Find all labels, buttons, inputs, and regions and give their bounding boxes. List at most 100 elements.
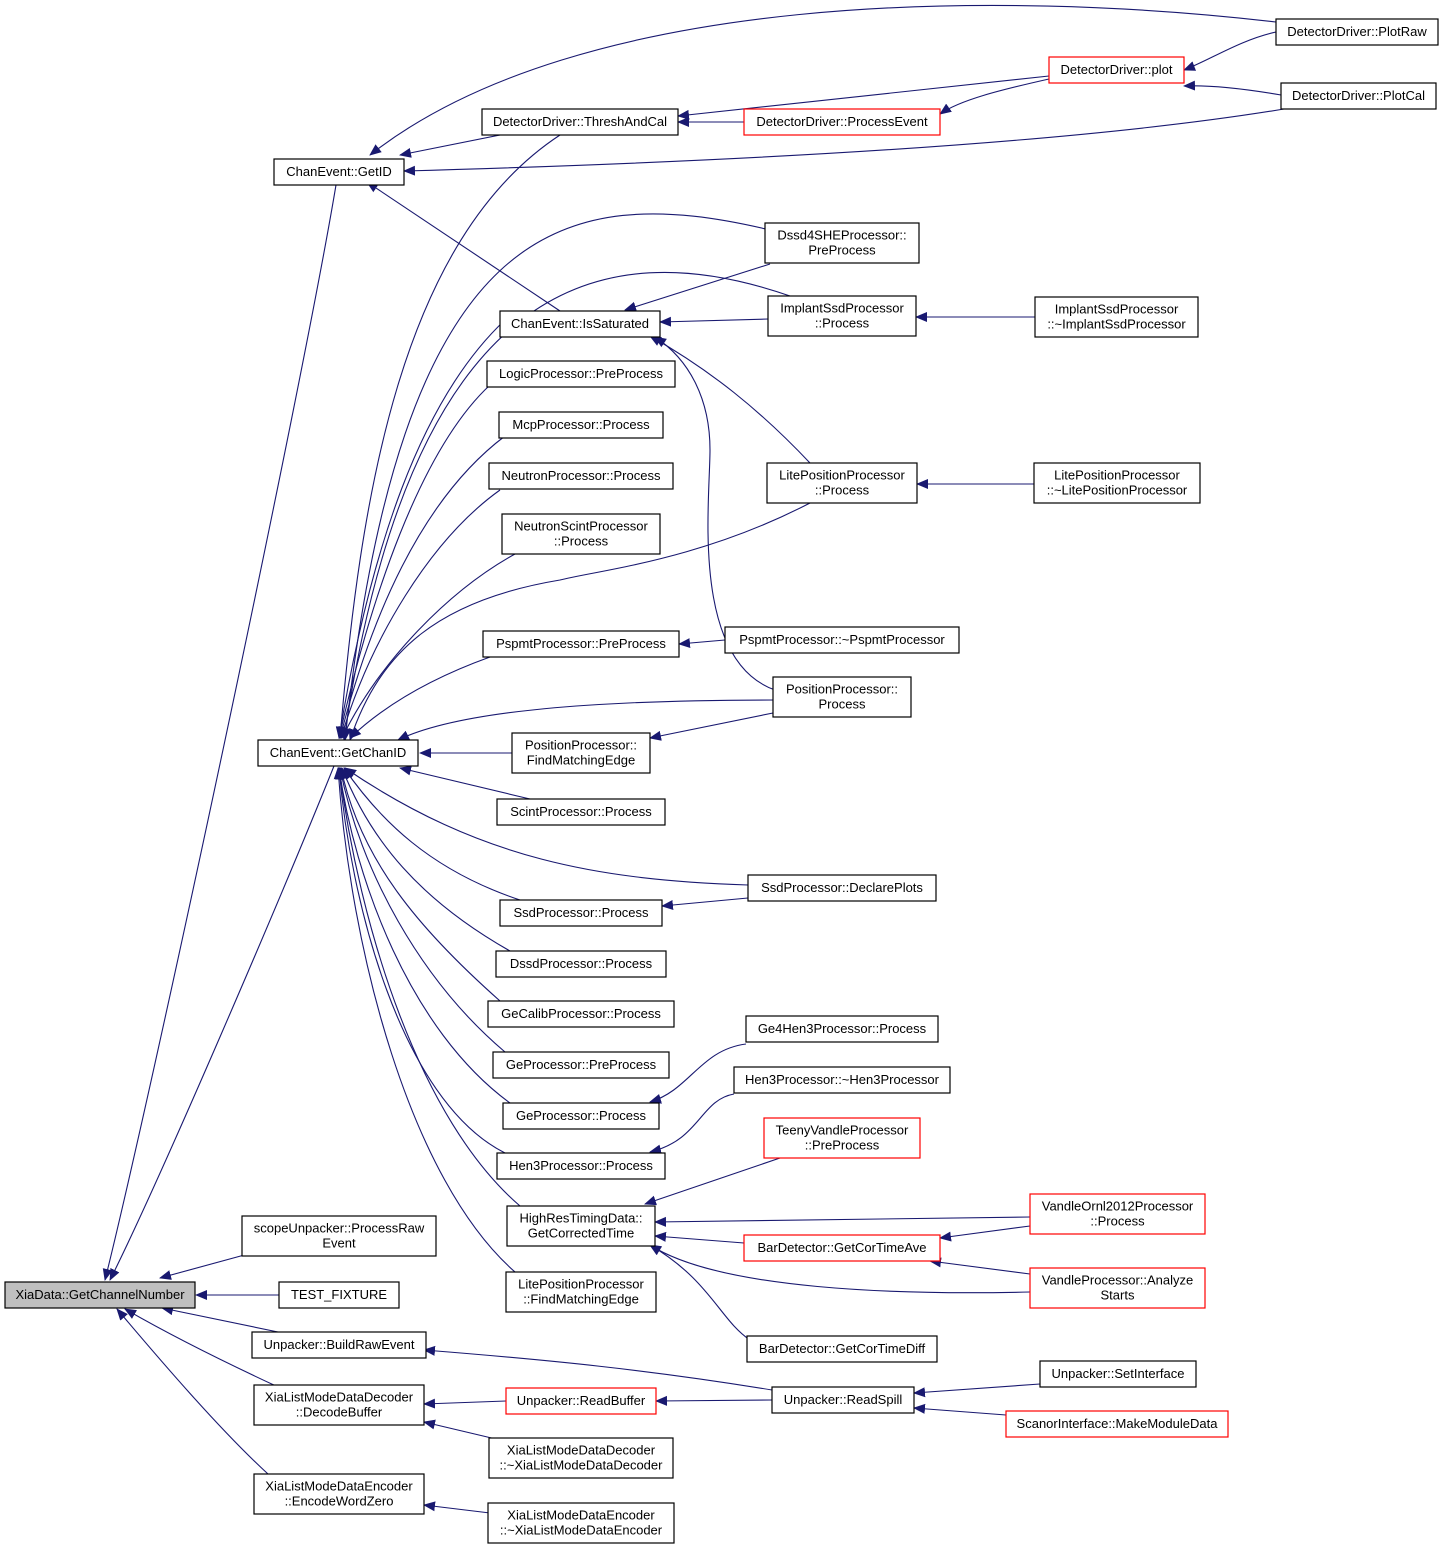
node-label: LitePositionProcessor — [518, 1277, 644, 1292]
graph-node-vandleornl2012processor-process[interactable]: VandleOrnl2012Processor::Process — [1029, 1193, 1206, 1235]
graph-node-neutronscintprocessor-process[interactable]: NeutronScintProcessor::Process — [501, 513, 661, 555]
graph-node-pspmtprocessor-preprocess[interactable]: PspmtProcessor::PreProcess — [482, 630, 680, 658]
graph-node-mcpprocessor-process[interactable]: McpProcessor::Process — [498, 411, 664, 439]
call-edge-n37-to-n23 — [649, 1093, 735, 1155]
node-box — [1275, 18, 1439, 46]
graph-node-xialistmodedataencoder-xialistmodedataencoder[interactable]: XiaListModeDataEncoder::~XiaListModeData… — [487, 1502, 675, 1544]
node-label: VandleProcessor::Analyze — [1042, 1273, 1194, 1288]
node-box — [481, 108, 679, 136]
graph-node-highrestimingdata-getcorrectedtime[interactable]: HighResTimingData::GetCorrectedTime — [506, 1205, 656, 1247]
graph-node-dssdprocessor-process[interactable]: DssdProcessor::Process — [495, 950, 667, 978]
graph-node-scanorinterface-makemoduledata[interactable]: ScanorInterface::MakeModuleData — [1005, 1410, 1229, 1438]
graph-node-xialistmodedatadecoder-xialistmodedatadecoder[interactable]: XiaListModeDataDecoder::~XiaListModeData… — [488, 1437, 674, 1479]
node-label: PspmtProcessor::PreProcess — [496, 636, 666, 651]
node-box — [1039, 1360, 1197, 1388]
node-box — [764, 222, 920, 264]
call-edge-n10-to-n3 — [335, 319, 506, 739]
graph-node-chanevent-issaturated[interactable]: ChanEvent::IsSaturated — [499, 310, 661, 338]
call-edge-n18-to-n3 — [343, 767, 521, 901]
node-label: LitePositionProcessor — [1054, 468, 1180, 483]
node-label: Unpacker::SetInterface — [1052, 1366, 1185, 1381]
call-edge-n50-to-n2 — [403, 107, 1291, 176]
node-label: GetCorrectedTime — [528, 1226, 634, 1241]
call-edge-n41-to-n6 — [423, 1345, 773, 1391]
graph-node-ge4hen3processor-process[interactable]: Ge4Hen3Processor::Process — [745, 1015, 939, 1043]
graph-node-geprocessor-preprocess[interactable]: GeProcessor::PreProcess — [492, 1051, 670, 1079]
node-box — [488, 462, 674, 490]
graph-node-implantssdprocessor-implantssdprocessor[interactable]: ImplantSsdProcessor::~ImplantSsdProcesso… — [1034, 296, 1199, 338]
call-edge-n31-to-n3 — [340, 271, 791, 741]
node-box — [492, 1051, 670, 1079]
graph-node-detectordriver-threshandcal[interactable]: DetectorDriver::ThreshAndCal — [481, 108, 679, 136]
graph-node-litepositionprocessor-litepositionprocessor[interactable]: LitePositionProcessor::~LitePositionProc… — [1033, 462, 1201, 504]
graph-node-detectordriver-plotcal[interactable]: DetectorDriver::PlotCal — [1280, 82, 1437, 110]
graph-node-litepositionprocessor-findmatchingedge[interactable]: LitePositionProcessor::FindMatchingEdge — [505, 1271, 657, 1313]
node-label: LitePositionProcessor — [779, 468, 905, 483]
graph-node-hen3processor-process[interactable]: Hen3Processor::Process — [496, 1152, 666, 1180]
graph-node-bardetector-getcortimeave[interactable]: BarDetector::GetCorTimeAve — [743, 1234, 941, 1262]
graph-node-pspmtprocessor-pspmtprocessor[interactable]: PspmtProcessor::~PspmtProcessor — [724, 626, 960, 654]
graph-node-ssdprocessor-declareplots[interactable]: SsdProcessor::DeclarePlots — [747, 874, 937, 902]
node-label: ::EncodeWordZero — [285, 1494, 394, 1509]
node-label: ChanEvent::GetID — [286, 164, 392, 179]
graph-node-dssd4sheprocessor-preprocess[interactable]: Dssd4SHEProcessor::PreProcess — [764, 222, 920, 264]
graph-node-scintprocessor-process[interactable]: ScintProcessor::Process — [496, 798, 666, 826]
graph-node-xialistmodedataencoder-encodewordzero[interactable]: XiaListModeDataEncoder::EncodeWordZero — [253, 1473, 425, 1515]
call-edge-n32-to-n10 — [649, 335, 811, 464]
graph-node-logicprocessor-preprocess[interactable]: LogicProcessor::PreProcess — [486, 360, 676, 388]
node-label: Process — [819, 697, 866, 712]
node-label: Dssd4SHEProcessor:: — [777, 228, 906, 243]
call-edge-n23-to-n3 — [334, 767, 506, 1154]
node-label: PositionProcessor:: — [525, 738, 637, 753]
graph-node-unpacker-readspill[interactable]: Unpacker::ReadSpill — [771, 1386, 915, 1414]
node-box — [1034, 296, 1199, 338]
node-label: DssdProcessor::Process — [510, 956, 653, 971]
graph-node-detectordriver-plot[interactable]: DetectorDriver::plot — [1048, 56, 1185, 84]
node-box — [772, 676, 912, 718]
node-box — [505, 1387, 657, 1415]
call-edge-n36-to-n22 — [649, 1043, 747, 1104]
node-label: PreProcess — [808, 243, 876, 258]
call-edge-n49-to-n2 — [369, 4, 1277, 156]
graph-node-neutronprocessor-process[interactable]: NeutronProcessor::Process — [488, 462, 674, 490]
graph-node-bardetector-getcortimediff[interactable]: BarDetector::GetCorTimeDiff — [746, 1335, 938, 1363]
node-label: ::~LitePositionProcessor — [1047, 483, 1188, 498]
graph-node-unpacker-setinterface[interactable]: Unpacker::SetInterface — [1039, 1360, 1197, 1388]
graph-node-geprocessor-process[interactable]: GeProcessor::Process — [502, 1102, 660, 1130]
call-edge-n34-to-n16 — [649, 712, 774, 741]
node-label: Hen3Processor::Process — [509, 1158, 653, 1173]
graph-node-xialistmodedatadecoder-decodebuffer[interactable]: XiaListModeDataDecoder::DecodeBuffer — [253, 1384, 425, 1426]
graph-node-ssdprocessor-process[interactable]: SsdProcessor::Process — [499, 899, 663, 927]
graph-node-positionprocessor-findmatchingedge[interactable]: PositionProcessor::FindMatchingEdge — [511, 732, 651, 774]
node-box — [502, 1102, 660, 1130]
graph-node-hen3processor-hen3processor[interactable]: Hen3Processor::~Hen3Processor — [733, 1066, 951, 1094]
node-box — [766, 462, 918, 504]
graph-node-test-fixture[interactable]: TEST_FIXTURE — [278, 1281, 400, 1309]
call-edge-n46-to-n39 — [929, 1257, 1031, 1275]
node-label: NeutronScintProcessor — [514, 519, 648, 534]
graph-node-gecalibprocessor-process[interactable]: GeCalibProcessor::Process — [487, 1000, 675, 1028]
graph-node-detectordriver-plotraw[interactable]: DetectorDriver::PlotRaw — [1275, 18, 1439, 46]
node-label: XiaListModeDataEncoder — [507, 1508, 655, 1523]
call-edge-n19-to-n3 — [341, 767, 511, 952]
call-edge-n33-to-n15 — [678, 638, 726, 649]
graph-node-unpacker-buildrawevent[interactable]: Unpacker::BuildRawEvent — [251, 1331, 427, 1359]
graph-node-teenyvandleprocessor-preprocess[interactable]: TeenyVandleProcessor::PreProcess — [763, 1117, 921, 1159]
call-edge-n35-to-n18 — [661, 897, 749, 910]
node-label: BarDetector::GetCorTimeAve — [757, 1240, 926, 1255]
node-label: DetectorDriver::plot — [1061, 62, 1173, 77]
node-box — [251, 1331, 427, 1359]
node-label: Hen3Processor::~Hen3Processor — [745, 1072, 940, 1087]
graph-node-chanevent-getchanid[interactable]: ChanEvent::GetChanID — [257, 739, 419, 767]
graph-node-implantssdprocessor-process[interactable]: ImplantSsdProcessor::Process — [767, 295, 917, 337]
node-box — [4, 1281, 196, 1309]
node-label: Unpacker::BuildRawEvent — [263, 1337, 414, 1352]
graph-node-positionprocessor-process[interactable]: PositionProcessor::Process — [772, 676, 912, 718]
graph-node-litepositionprocessor-process[interactable]: LitePositionProcessor::Process — [766, 462, 918, 504]
graph-node-detectordriver-processevent[interactable]: DetectorDriver::ProcessEvent — [743, 108, 941, 136]
graph-node-unpacker-readbuffer[interactable]: Unpacker::ReadBuffer — [505, 1387, 657, 1415]
graph-node-chanevent-getid[interactable]: ChanEvent::GetID — [273, 158, 405, 186]
